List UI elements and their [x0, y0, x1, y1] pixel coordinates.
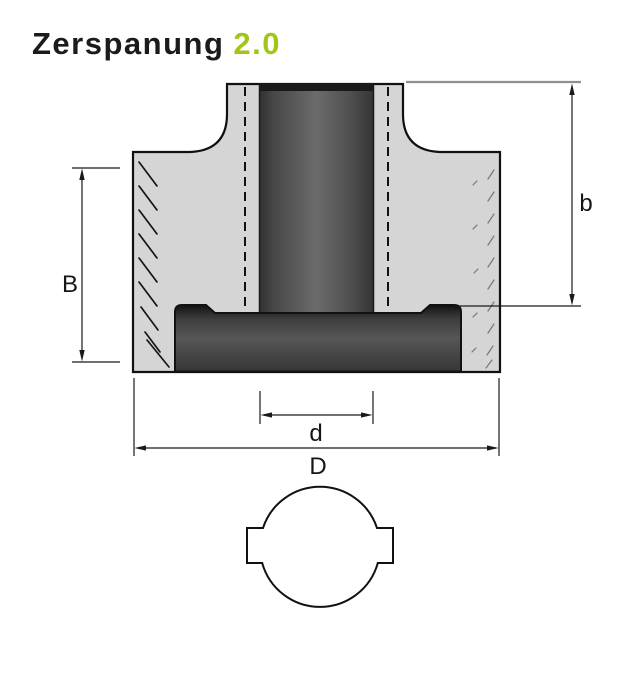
dim-B-label: B	[62, 271, 78, 298]
dim-d-label: d	[309, 420, 322, 447]
arbor-cylinder	[258, 83, 375, 314]
dim-B-arrow-top	[79, 168, 85, 180]
cutter-head-block	[174, 304, 462, 373]
dim-D-arrow-left	[134, 445, 146, 451]
logo-version: 2.0	[233, 26, 282, 61]
dim-b-arrow-top	[569, 83, 575, 95]
dim-D-label: D	[309, 453, 326, 480]
dim-D-arrow-right	[487, 445, 499, 451]
dim-b-arrow-bottom	[569, 294, 575, 306]
dimension-b: b	[406, 80, 593, 307]
cross-section-view	[131, 82, 502, 374]
arbor-cylinder-top-edge	[259, 84, 374, 91]
dim-B-arrow-bottom	[79, 350, 85, 362]
bottom-bore-view	[246, 485, 394, 608]
dimension-d: d	[259, 391, 374, 447]
dimension-D: D	[133, 378, 500, 480]
bore-outline-with-drive-slots	[246, 485, 394, 608]
dimension-B: B	[62, 167, 120, 363]
logo-brand: Zerspanung	[32, 26, 225, 61]
dim-d-arrow-right	[361, 412, 373, 418]
hatching-right	[471, 169, 495, 369]
dim-d-arrow-left	[260, 412, 272, 418]
dim-b-label: b	[579, 190, 592, 217]
hatching-left	[138, 161, 170, 368]
